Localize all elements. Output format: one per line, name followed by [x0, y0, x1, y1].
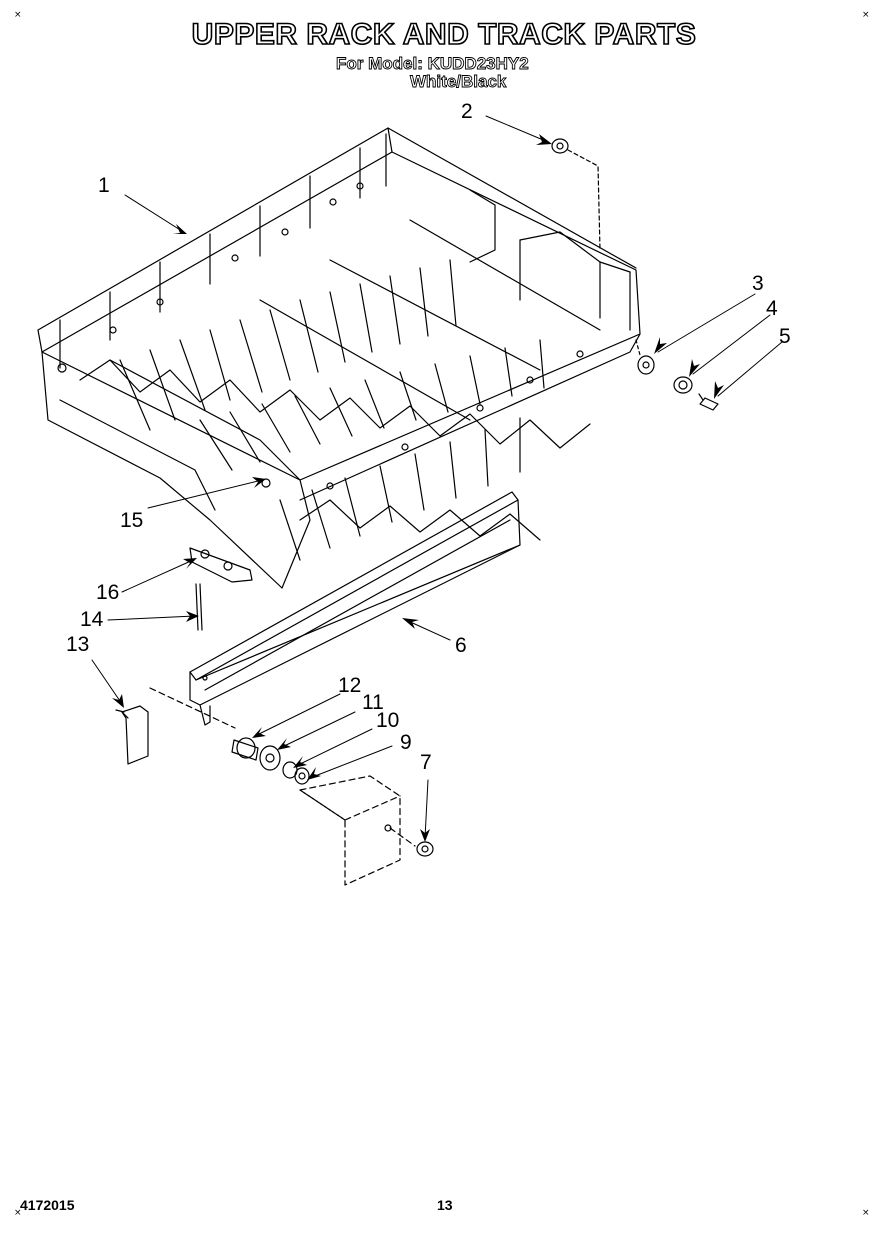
- corner-mark-top-right: ×: [862, 10, 870, 20]
- callout-16: 16: [96, 581, 120, 604]
- track-end-stop: [115, 705, 149, 765]
- callout-15: 15: [120, 509, 144, 532]
- wheel-screw: [698, 393, 719, 411]
- callout-2: 2: [461, 100, 473, 123]
- rack-pin: [195, 583, 203, 631]
- page-title: UPPER RACK AND TRACK PARTS: [191, 17, 697, 52]
- upper-rack-basket: [37, 127, 641, 589]
- callout-9: 9: [400, 731, 412, 754]
- rack-bumper-clip: [189, 547, 253, 583]
- callout-4: 4: [766, 297, 778, 320]
- wheel-hub: [673, 376, 693, 394]
- callout-7: 7: [420, 751, 432, 774]
- rack-wheel-top: [551, 138, 601, 251]
- model-line: For Model: KUDD23HY2: [336, 54, 530, 74]
- track-end-cap: [416, 841, 434, 857]
- corner-mark-bottom-left: ×: [14, 1208, 22, 1218]
- page-number: 13: [437, 1197, 453, 1213]
- callout-3: 3: [752, 272, 764, 295]
- callout-6: 6: [455, 634, 467, 657]
- arrowheads: [112, 134, 724, 842]
- callout-10: 10: [376, 709, 400, 732]
- color-line: White/Black: [410, 72, 507, 92]
- track-rail: [189, 491, 521, 726]
- track-wheel-assembly: [231, 737, 310, 785]
- track-cover-dashed: [149, 687, 416, 886]
- callout-11: 11: [362, 691, 384, 714]
- callout-13: 13: [66, 633, 90, 656]
- corner-mark-bottom-right: ×: [862, 1208, 870, 1218]
- rack-wheel-right: [635, 339, 655, 375]
- leader-lines: [91, 115, 783, 839]
- corner-mark-top-left: ×: [14, 10, 22, 20]
- callout-1: 1: [98, 174, 110, 197]
- document-number: 4172015: [20, 1197, 75, 1213]
- callout-14: 14: [80, 608, 104, 631]
- callout-5: 5: [779, 325, 791, 348]
- callout-12: 12: [338, 674, 362, 697]
